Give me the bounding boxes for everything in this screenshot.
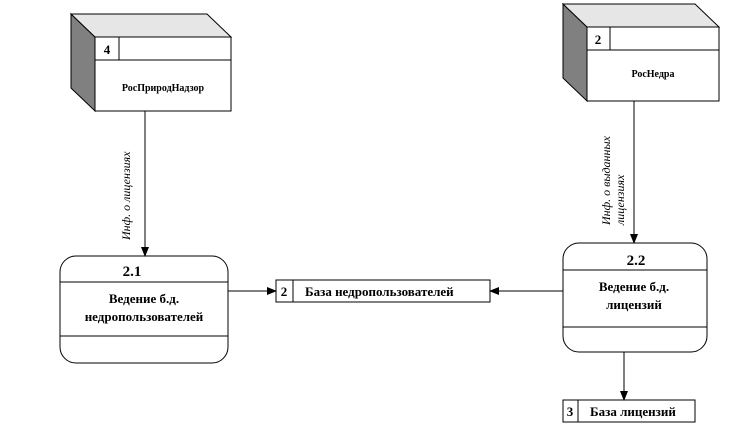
process-label-line: недропользователей (85, 309, 204, 324)
data-store-nedropolzovateli: 2 База недропользователей (275, 279, 491, 303)
process-2-1: 2.1 Ведение б.д. недропользователей (59, 255, 229, 364)
entity-label: РосПриродНадзор (122, 83, 205, 94)
entity-label: РосНедра (631, 69, 674, 80)
process-2-2: 2.2 Ведение б.д. лицензий (562, 242, 708, 353)
process-label-line: Ведение б.д. (109, 291, 179, 306)
flow-label: лицензиях (613, 174, 627, 226)
entity-id: 2 (595, 32, 602, 47)
store-label: База недропользователей (305, 284, 454, 299)
process-label-line: Ведение б.д. (599, 279, 669, 294)
data-store-licenzii: 3 База лицензий (562, 399, 696, 423)
store-id: 3 (567, 404, 574, 419)
store-id: 2 (281, 284, 288, 299)
flow-label: Инф. о лицензиях (119, 151, 133, 241)
store-label: База лицензий (590, 404, 676, 419)
external-entity-rosprirodnadzor: 4 РосПриродНадзор (69, 12, 233, 113)
process-id: 2.2 (627, 253, 646, 269)
process-label-line: лицензий (606, 297, 662, 312)
flow-label: Инф. о выданных (599, 135, 613, 226)
process-id: 2.1 (123, 264, 142, 280)
external-entity-rosnedra: 2 РосНедра (561, 2, 721, 103)
entity-id: 4 (104, 42, 111, 57)
